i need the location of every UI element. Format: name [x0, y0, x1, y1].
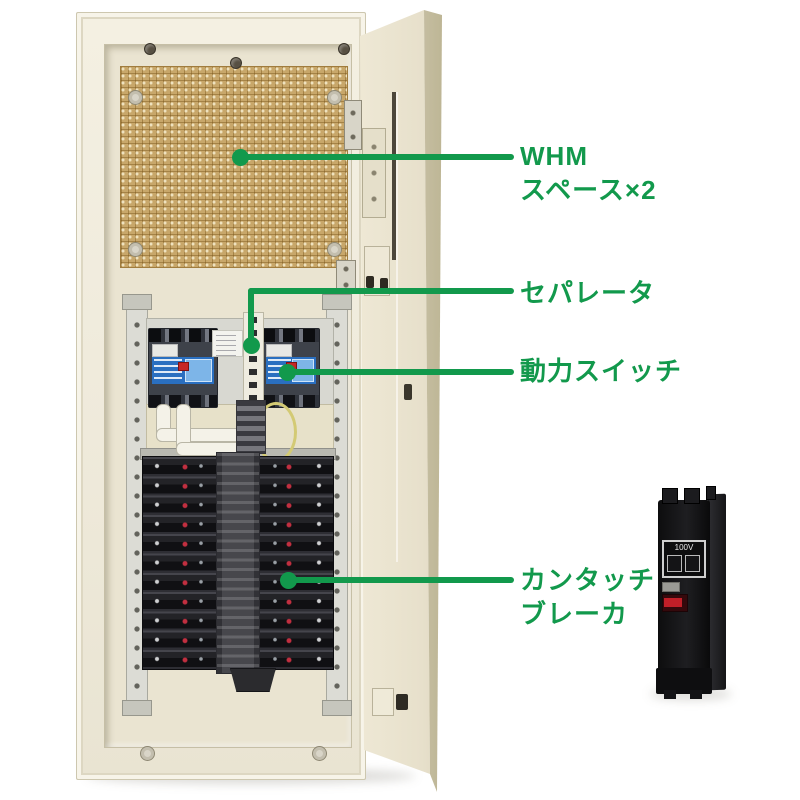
callout-dot-power-switch	[279, 364, 296, 381]
frame-screw	[338, 43, 350, 55]
pegboard-screw	[327, 90, 342, 105]
pegboard-screw	[327, 242, 342, 257]
callout-vline-separator	[248, 288, 254, 342]
callout-label-power-switch: 動力スイッチ	[520, 356, 683, 386]
door-handle-slot	[404, 384, 412, 400]
breaker-mini-label	[662, 582, 680, 592]
center-bus-connector	[236, 400, 266, 454]
branch-breaker-stack-left	[142, 456, 218, 670]
callout-line-separator	[248, 288, 514, 294]
wiring-diagram-label	[212, 330, 243, 357]
breaker-top-tab	[684, 488, 700, 504]
door-latch-pin	[366, 276, 374, 288]
trip-button	[178, 362, 189, 371]
breaker-rating-label: 100V	[662, 540, 706, 578]
power-switch-left	[148, 328, 218, 408]
breaker-side-face	[708, 493, 726, 691]
breaker-base	[656, 668, 712, 694]
breaker-switch-red	[664, 598, 682, 607]
rating-plate	[266, 344, 292, 357]
frame-screw	[144, 43, 156, 55]
door-foot-plate	[372, 688, 394, 716]
label-text-lines	[154, 359, 182, 382]
terminal-window-right	[685, 555, 700, 572]
whm-space-pegboard	[120, 66, 348, 268]
door-foot-pin	[396, 694, 408, 710]
cabinet-door	[352, 0, 452, 800]
callout-label-whm-space: WHM スペース×2	[520, 141, 657, 205]
branch-breaker-stack-right	[258, 456, 334, 670]
panel-bottom-screw	[140, 746, 155, 761]
terminal-strip	[263, 329, 319, 342]
door-hinge-top	[344, 100, 362, 150]
rail-bracket	[322, 700, 352, 716]
door-latch-pin	[380, 278, 388, 290]
rail-bracket	[122, 700, 152, 716]
pegboard-screw	[128, 242, 143, 257]
breaker-base-tab	[664, 690, 676, 699]
door-rod-groove	[396, 92, 398, 562]
callout-dot-separator	[243, 337, 260, 354]
mccb-label	[152, 357, 214, 384]
label-pane	[185, 359, 212, 382]
callout-label-kantouch-breaker: カンタッチ ブレーカ	[520, 565, 656, 629]
breaker-top-tab	[706, 486, 716, 500]
rail-bracket	[322, 294, 352, 310]
separator-slots	[249, 317, 257, 403]
door-lock-rod	[392, 92, 396, 260]
rating-plate	[152, 344, 178, 357]
callout-dot-kantouch	[280, 572, 297, 589]
callout-line-kantouch	[293, 577, 514, 583]
callout-line-power-switch	[292, 369, 514, 375]
frame-screw	[230, 57, 242, 69]
panel-bottom-screw	[312, 746, 327, 761]
pegboard-screw	[128, 90, 143, 105]
terminal-strip	[149, 329, 217, 342]
callout-line-whm	[244, 154, 514, 160]
voltage-text: 100V	[674, 543, 694, 552]
callout-dot-whm	[232, 149, 249, 166]
door-latch-plate	[362, 128, 386, 218]
terminal-window-left	[667, 555, 682, 572]
breaker-base-tab	[690, 690, 702, 699]
callout-label-separator: セパレータ	[520, 278, 656, 308]
center-busbar-column	[216, 452, 260, 674]
rail-bracket	[122, 294, 152, 310]
breaker-top-tab	[662, 488, 678, 504]
bottom-connector-block	[230, 668, 276, 692]
door-hinge-middle	[336, 260, 356, 294]
